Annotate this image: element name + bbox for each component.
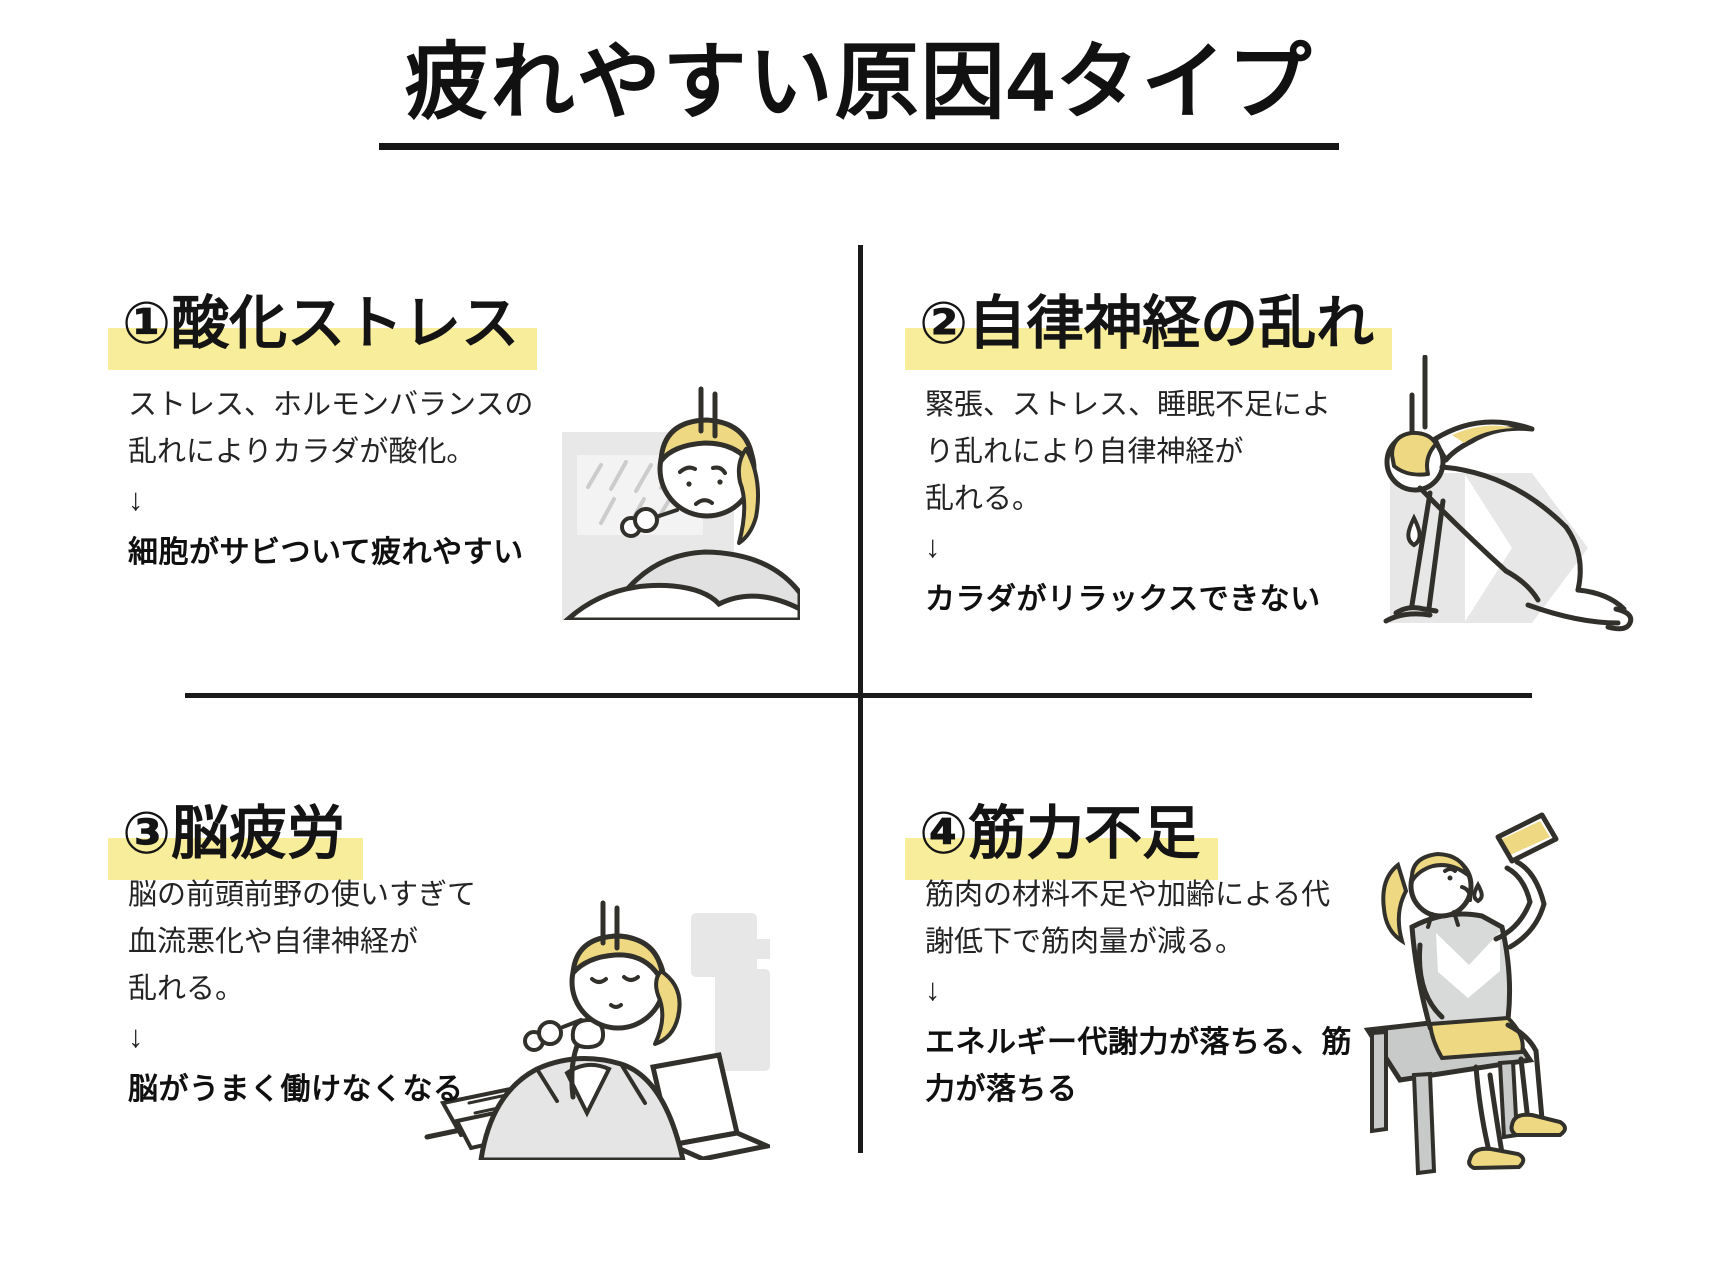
far-leg: [1473, 1064, 1505, 1158]
result-line: 力が落ちる: [925, 1073, 1078, 1106]
drink-bottle: [1495, 812, 1559, 864]
body-line: 乱れによりカラダが酸化。: [128, 436, 476, 468]
sigh-cloud: [620, 507, 679, 538]
sigh-cloud: [523, 1018, 583, 1052]
shoe: [1509, 1112, 1567, 1137]
body-outline: [1383, 464, 1634, 632]
gloom-lines: [600, 900, 620, 951]
page-title: 疲れやすい原因4タイプ: [0, 34, 1718, 150]
result-line: 細胞がサビついて疲れやすい: [128, 536, 524, 569]
vertical-divider: [858, 245, 863, 1153]
body-line: 筋肉の材料不足や加齢による代: [925, 879, 1331, 911]
body-line: 乱れる。: [925, 483, 1042, 515]
shorts: [1427, 1015, 1525, 1061]
drinking-face: [1426, 867, 1473, 929]
down-arrow: ↓: [128, 482, 144, 517]
laptop-base: [662, 1130, 770, 1160]
quadrant-1-body: ストレス、ホルモンバランスの 乱れによりカラダが酸化。 ↓ 細胞がサビついて疲れ…: [128, 382, 533, 576]
quadrant-4-body: 筋肉の材料不足や加齢による代 謝低下で筋肉量が減る。 ↓ エネルギー代謝力が落ち…: [925, 872, 1352, 1113]
illustration-woman-gazing-at-rainy-window: [562, 386, 800, 620]
illustration-tired-woman-at-desk-with-laptop: [424, 900, 770, 1160]
quadrant-4-heading: ④筋力不足: [905, 796, 1219, 881]
left-arm: [1416, 942, 1445, 1020]
gloom-lines: [698, 386, 718, 439]
teardrop: [1406, 513, 1422, 548]
shoe: [1467, 1146, 1526, 1171]
body-line: ストレス、ホルモンバランスの: [128, 389, 534, 421]
gloom-lines: [1409, 355, 1428, 446]
body-line: 緊張、ストレス、睡眠不足によ: [925, 389, 1332, 421]
ponytail: [1381, 861, 1409, 946]
quadrant-1-heading: ①酸化ストレス: [108, 286, 538, 371]
body-line: り乱れにより自律神経が: [925, 436, 1244, 468]
illustration-woman-drinking-on-bench: [1363, 812, 1567, 1176]
water-drop: [1472, 880, 1484, 904]
quadrant-2-body: 緊張、ストレス、睡眠不足によ り乱れにより自律神経が 乱れる。 ↓ カラダがリラ…: [925, 382, 1331, 623]
drinking-arm: [1493, 859, 1547, 950]
quadrant-2-heading: ②自律神経の乱れ: [905, 286, 1393, 371]
down-arrow: ↓: [925, 972, 941, 1007]
result-line: カラダがリラックスできない: [925, 583, 1321, 616]
down-arrow: ↓: [925, 529, 941, 564]
body-line: 謝低下で筋肉量が減る。: [925, 926, 1245, 958]
page-title-text: 疲れやすい原因4タイプ: [378, 34, 1340, 150]
horizontal-divider: [185, 693, 1532, 698]
result-line: エネルギー代謝力が落ちる、筋: [925, 1026, 1352, 1059]
quadrant-3-heading: ③脳疲労: [108, 796, 364, 881]
closed-eyes-face: [590, 975, 640, 1009]
ponytail: [653, 969, 682, 1046]
illustration-exhausted-woman-on-all-fours: [1383, 355, 1634, 632]
sad-face: [678, 465, 727, 506]
